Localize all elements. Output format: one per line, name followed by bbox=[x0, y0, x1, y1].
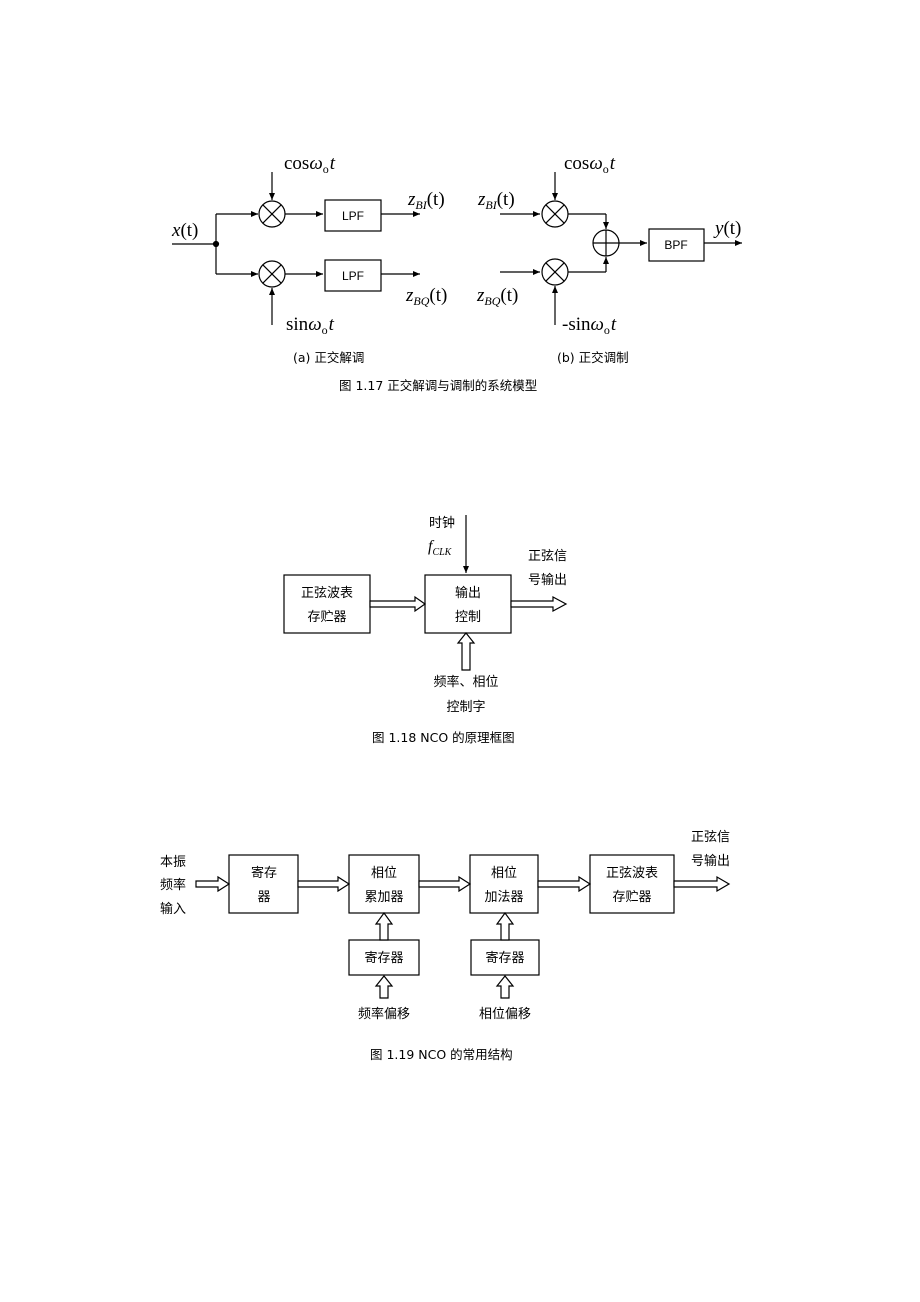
register-label-line1: 寄存 bbox=[251, 865, 277, 881]
multiplier-bottom-right-icon bbox=[541, 258, 569, 286]
register-label-line2: 器 bbox=[257, 890, 270, 905]
hollow-arrow-reg-to-acc bbox=[297, 875, 351, 893]
rom-label-line2: 存贮器 bbox=[307, 610, 346, 625]
subcaption-a: (a) 正交解调 bbox=[293, 350, 364, 365]
input-x-label: x(t) bbox=[171, 220, 198, 241]
figure-1-17-labels: x(t) cosωot sinωot LPF LPF zBI(t) zBQ(t)… bbox=[171, 153, 741, 393]
figure-1-18-labels: 时钟 fCLK 正弦波表 存贮器 输出 控制 正弦信 号输出 频率、相位 控制字… bbox=[301, 515, 567, 745]
phase-register-label: 寄存器 bbox=[485, 950, 524, 966]
control-word-line2: 控制字 bbox=[446, 700, 485, 715]
figure-1-18-caption: 图 1.18 NCO 的原理框图 bbox=[372, 730, 515, 745]
lpf-bottom-block bbox=[324, 259, 382, 292]
figure-1-18 bbox=[283, 515, 568, 671]
rom-label-line1: 正弦波表 bbox=[301, 585, 353, 601]
input-label-line1: 本振 bbox=[160, 855, 186, 870]
hollow-arrow-input bbox=[195, 875, 231, 893]
hollow-arrow-phase-reg-up bbox=[495, 911, 515, 941]
adder-icon bbox=[592, 229, 620, 257]
figure-1-19 bbox=[195, 854, 731, 999]
hollow-arrow-control-word bbox=[456, 632, 476, 671]
rom2-label-line1: 正弦波表 bbox=[606, 865, 658, 881]
accumulator-label-line1: 相位 bbox=[371, 866, 397, 881]
hollow-arrow-acc-to-add bbox=[418, 875, 472, 893]
adder-label-line1: 相位 bbox=[491, 866, 517, 881]
input-zbi-label: zBI(t) bbox=[477, 189, 515, 212]
neg-sin-carrier-label: -sinωot bbox=[562, 314, 617, 337]
hollow-arrow-output-2 bbox=[673, 875, 731, 893]
input-label-line2: 频率 bbox=[160, 877, 186, 893]
input-label-line3: 输入 bbox=[160, 901, 186, 917]
output2-label-line2: 号输出 bbox=[691, 853, 730, 869]
output-zbq-label: zBQ(t) bbox=[405, 285, 447, 308]
multiplier-top-right-icon bbox=[541, 200, 569, 228]
freq-offset-label: 频率偏移 bbox=[358, 1006, 410, 1022]
rom2-label-line2: 存贮器 bbox=[612, 890, 651, 905]
output-zbi-label: zBI(t) bbox=[407, 189, 445, 212]
figure-1-17-caption: 图 1.17 正交解调与调制的系统模型 bbox=[339, 378, 537, 393]
input-zbq-label: zBQ(t) bbox=[476, 285, 518, 308]
cos-carrier-label: cosωot bbox=[284, 153, 336, 176]
adder-label-line2: 加法器 bbox=[484, 890, 523, 905]
lpf-top-block bbox=[324, 199, 382, 232]
cos-carrier-right-label: cosωot bbox=[564, 153, 616, 176]
quadrature-modulator bbox=[500, 172, 742, 325]
control-word-line1: 频率、相位 bbox=[433, 674, 498, 690]
clock-fclk-label: fCLK bbox=[428, 538, 453, 558]
bpf-label: BPF bbox=[664, 238, 687, 252]
hollow-arrow-rom-to-control bbox=[369, 595, 427, 613]
multiplier-bottom-icon bbox=[258, 260, 286, 288]
clock-label: 时钟 bbox=[429, 515, 455, 531]
lpf-bottom-label: LPF bbox=[342, 269, 364, 283]
figure-1-17 bbox=[172, 172, 742, 325]
output-y-label: y(t) bbox=[713, 218, 741, 239]
control-label-line1: 输出 bbox=[455, 585, 481, 601]
accumulator-label-line2: 累加器 bbox=[364, 890, 403, 905]
lpf-top-label: LPF bbox=[342, 209, 364, 223]
hollow-arrow-output bbox=[510, 595, 568, 613]
output-label-line2: 号输出 bbox=[528, 572, 567, 588]
hollow-arrow-freq-reg-up bbox=[374, 911, 394, 941]
output2-label-line1: 正弦信 bbox=[691, 829, 730, 845]
sin-carrier-label: sinωot bbox=[286, 314, 335, 337]
multiplier-top-icon bbox=[258, 200, 286, 228]
figure-1-19-caption: 图 1.19 NCO 的常用结构 bbox=[370, 1047, 513, 1062]
hollow-arrow-freq-offset-up bbox=[374, 975, 394, 999]
freq-register-label: 寄存器 bbox=[364, 950, 403, 966]
hollow-arrow-phase-offset-up bbox=[495, 975, 515, 999]
control-label-line2: 控制 bbox=[455, 610, 481, 625]
hollow-arrow-add-to-rom bbox=[537, 875, 592, 893]
quadrature-demodulator bbox=[172, 172, 420, 325]
subcaption-b: (b) 正交调制 bbox=[557, 350, 629, 365]
bpf-block bbox=[648, 228, 705, 262]
output-label-line1: 正弦信 bbox=[528, 548, 567, 564]
figure-1-19-labels: 本振 频率 输入 寄存 器 相位 累加器 相位 加法器 正弦波表 存贮器 正弦信… bbox=[160, 829, 730, 1062]
phase-offset-label: 相位偏移 bbox=[479, 1007, 531, 1022]
